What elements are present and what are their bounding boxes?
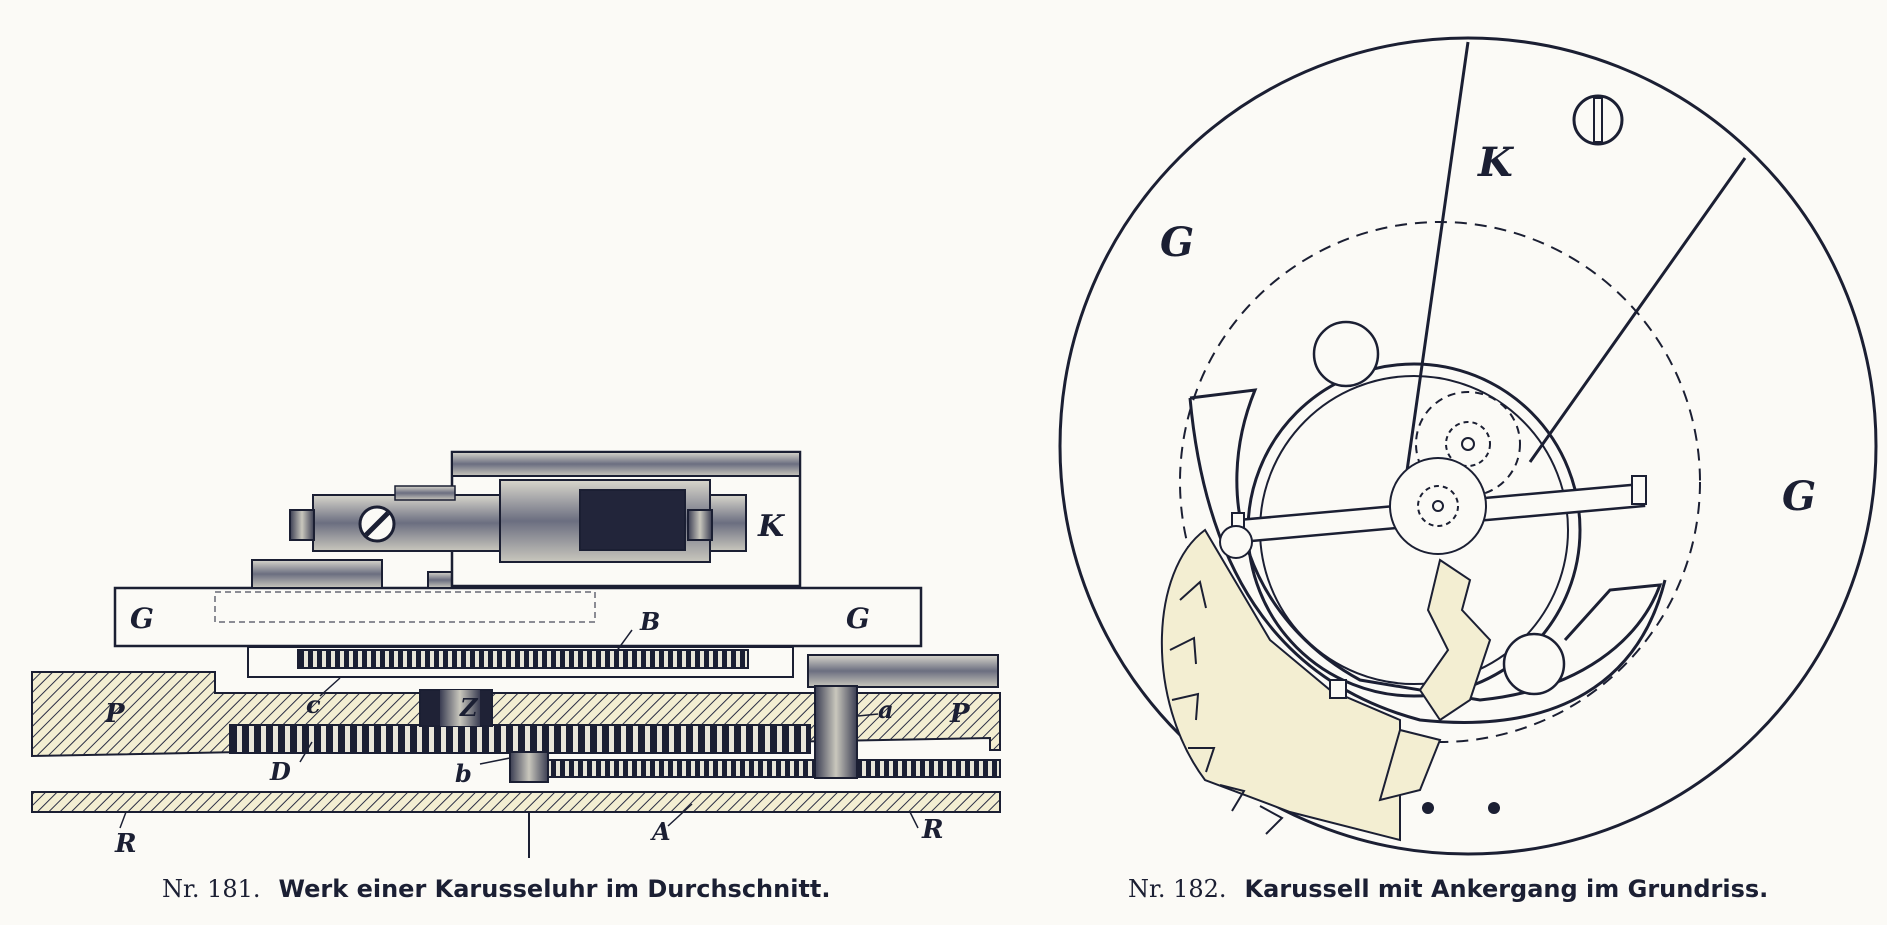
plate-g: [113, 586, 923, 648]
banking-pin: [1329, 679, 1347, 699]
balance-weight-lower: [1502, 632, 1566, 696]
balance-weight-upper: [1312, 320, 1380, 388]
label-k: K: [757, 509, 786, 544]
upper-wheel-left: [251, 559, 383, 589]
caption-text-181: Werk einer Karusseluhr im Durchschnitt.: [278, 875, 831, 903]
caption-figure-182: Nr. 182. Karussell mit Ankergang im Grund…: [1128, 872, 1768, 906]
escape-wheel-teeth: [1169, 580, 1284, 835]
jewel-dot-right: [1488, 802, 1500, 814]
jewel-dot-left: [1422, 802, 1434, 814]
screw-slot: [364, 511, 390, 537]
anchor-lever: [1418, 558, 1492, 722]
plate-g-hidden-outline: [214, 591, 596, 623]
label-g-plan-right: G: [1782, 473, 1816, 520]
label-b-upper: B: [639, 607, 660, 636]
leader-lines-181: [119, 629, 919, 829]
label-a-upper: A: [650, 817, 671, 846]
caption-number-182: Nr. 182.: [1128, 875, 1227, 903]
balance-wheel-dark: [579, 489, 686, 551]
balance-collet-left: [394, 485, 456, 501]
label-g-plan-left: G: [1160, 219, 1194, 266]
cage-outer-arc: [1189, 388, 1663, 702]
label-c: c: [306, 690, 321, 719]
hub-roller-dashed: [1417, 485, 1459, 527]
pinion-z-highlight: [440, 690, 480, 726]
screw-head-left: [289, 509, 315, 541]
anchor-fork: [1378, 728, 1442, 802]
arbor-a: [814, 685, 858, 779]
figure-182-plan-view: K G G: [1058, 36, 1878, 856]
hub-pivot-lower: [1432, 500, 1444, 512]
label-b-lower: b: [455, 759, 472, 788]
carriage-k-top-bar: [451, 451, 801, 477]
caption-text-182: Karussell mit Ankergang im Grundriss.: [1244, 875, 1769, 903]
figure-181-cross-section: K G G B P P c Z a D b A R R: [31, 450, 1001, 859]
caption-number-181: Nr. 181.: [162, 875, 261, 903]
wheel-d: [229, 724, 811, 754]
hub-inner-dashed: [1445, 421, 1491, 467]
bar-screw-right: [1631, 475, 1647, 505]
carriage-k-wedge: [1398, 41, 1747, 521]
label-r-left: R: [114, 829, 137, 859]
label-d: D: [269, 757, 291, 786]
label-p-left: P: [104, 699, 126, 729]
label-k-plan: K: [1477, 139, 1515, 186]
label-g-right: G: [846, 602, 870, 635]
screw-head-right: [687, 509, 713, 541]
hub-pivot-upper: [1461, 437, 1475, 451]
cage-outer-arc-2: [1188, 397, 1667, 724]
label-p-right: P: [949, 699, 971, 729]
caption-figure-181: Nr. 181. Werk einer Karusseluhr im Durchs…: [162, 872, 831, 906]
pinion-b: [509, 751, 549, 783]
label-r-right: R: [921, 815, 944, 845]
wheel-b: [297, 649, 749, 669]
screw-slot-plate: [1593, 97, 1603, 143]
plate-p-upper-right: [807, 654, 999, 688]
label-z: Z: [459, 693, 479, 722]
base-plate-r: [31, 791, 1001, 813]
balance-weight-left: [1219, 525, 1253, 559]
wheel-a-lower: [544, 759, 1001, 778]
label-a-lower: a: [878, 695, 894, 724]
label-g-left: G: [130, 602, 154, 635]
escape-wheel: [1160, 528, 1401, 842]
